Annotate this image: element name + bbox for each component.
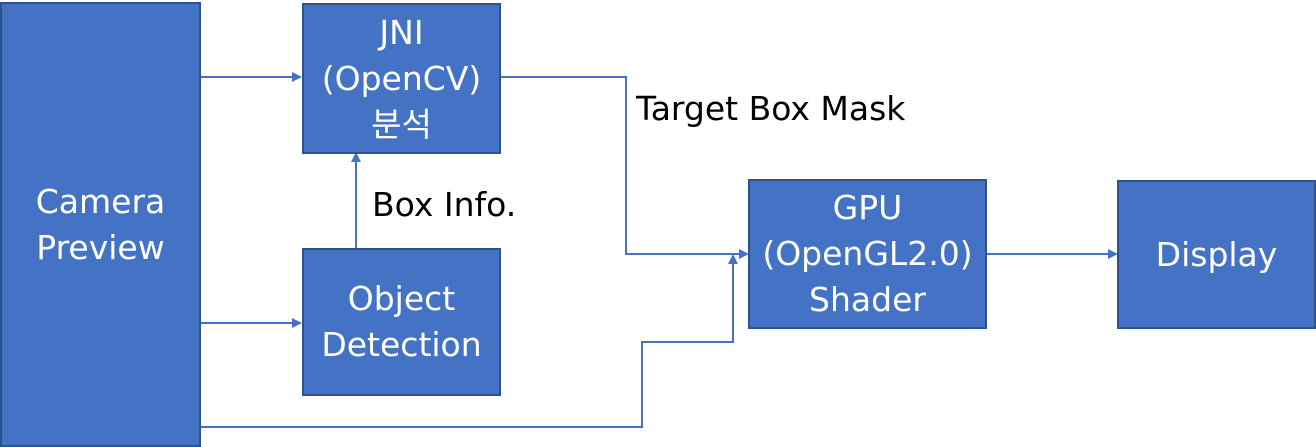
jni-line-3: 분석 bbox=[371, 104, 432, 144]
jni-line-2: (OpenCV) bbox=[321, 58, 482, 98]
edge-jni-to-gpu bbox=[500, 76, 749, 259]
edge-camera-to-gpu bbox=[200, 254, 738, 428]
object-detection-line-2: Detection bbox=[321, 325, 482, 364]
display-node: Display bbox=[1117, 180, 1316, 329]
gpu-line-1: GPU bbox=[832, 188, 903, 227]
gpu-line-2: (OpenGL2.0) bbox=[762, 234, 973, 273]
camera-preview-line-2: Preview bbox=[36, 227, 165, 267]
object-detection-line-1: Object bbox=[347, 279, 456, 318]
camera-preview-node: Camera Preview bbox=[0, 2, 201, 447]
display-line-1: Display bbox=[1155, 234, 1278, 274]
gpu-line-3: Shader bbox=[809, 280, 926, 319]
camera-preview-line-1: Camera bbox=[35, 181, 166, 221]
jni-node: JNI (OpenCV) 분석 bbox=[302, 3, 501, 154]
box-info-label: Box Info. bbox=[372, 185, 517, 224]
object-detection-node: Object Detection bbox=[302, 248, 501, 396]
jni-line-1: JNI bbox=[379, 12, 424, 52]
gpu-node: GPU (OpenGL2.0) Shader bbox=[748, 179, 987, 329]
target-box-mask-label: Target Box Mask bbox=[636, 89, 906, 128]
